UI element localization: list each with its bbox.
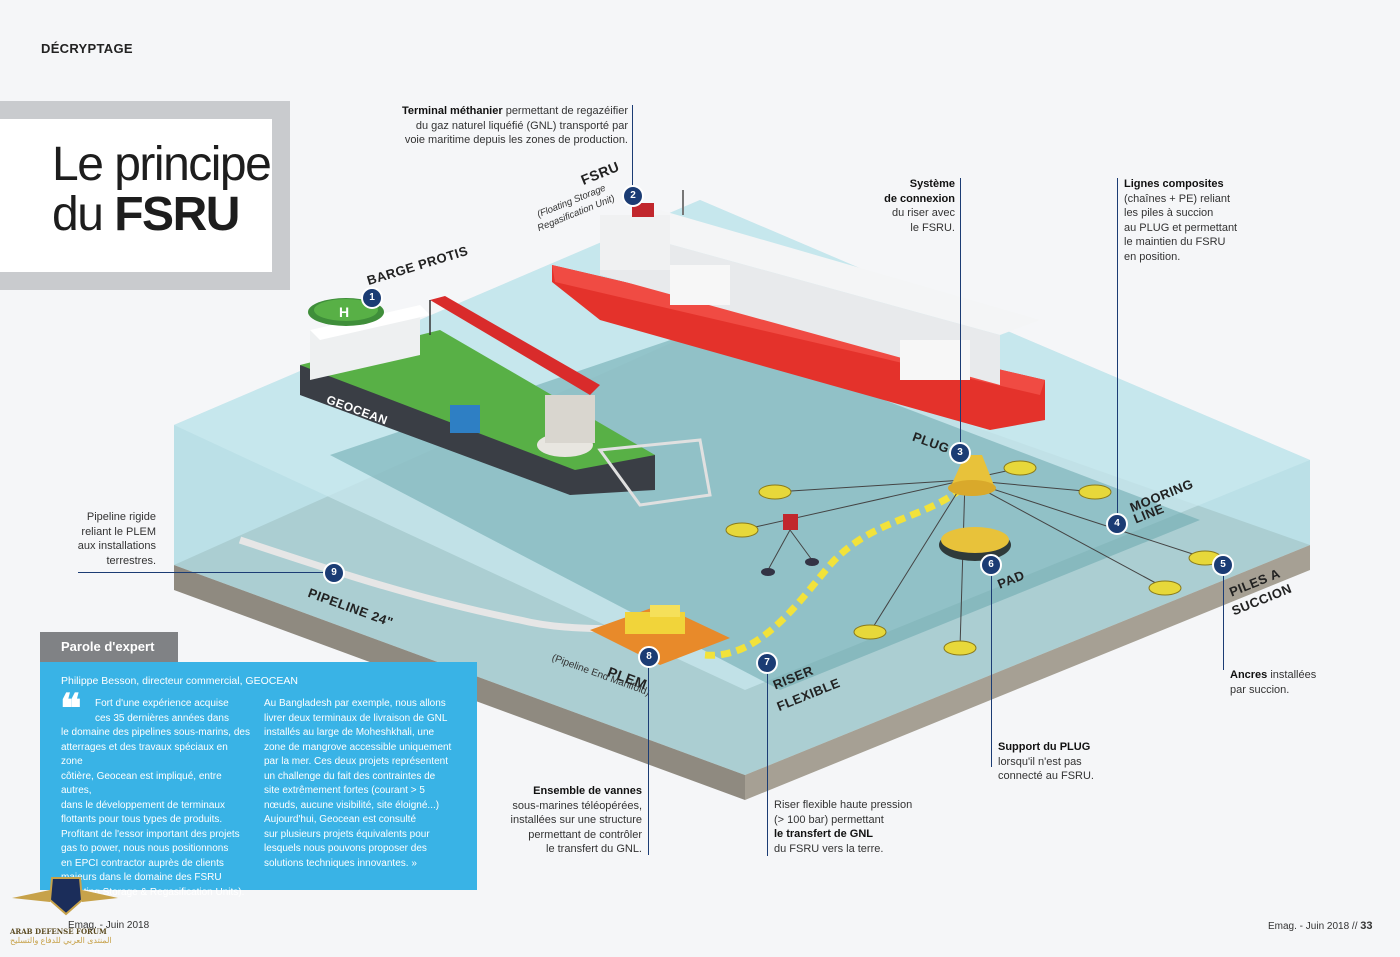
expert-column-2: Au Bangladesh par exemple, nous allons li… (264, 697, 464, 871)
footer-right: Emag. - Juin 2018 // 33 (1268, 920, 1373, 932)
pad-top (941, 527, 1009, 553)
expert-col2-line: Aujourd'hui, Geocean est consulté (264, 814, 417, 825)
expert-col2-line: zone de mangrove accessible uniquement (264, 741, 452, 753)
footer-left: Emag. - Juin 2018 (68, 920, 150, 931)
svg-text:H: H (339, 304, 349, 320)
forum-logo: ARAB DEFENSE FORUM المنتدى العربي للدفاع… (10, 872, 120, 952)
leader-6 (991, 572, 992, 767)
expert-column-1: Fort d'une expérience acquise ces 35 dern… (61, 697, 251, 900)
expert-author: Philippe Besson, directeur commercial, G… (61, 675, 298, 687)
expert-col1-line: (Floating Storage & Regasification Units… (61, 886, 245, 898)
pipeline-24 (238, 536, 641, 634)
leader-9 (78, 572, 328, 573)
expert-col2-line: par la mer. Ces deux projets représenten… (264, 756, 448, 767)
leader-5 (1223, 572, 1224, 670)
leader-8 (648, 665, 649, 855)
expert-col2-line: un challenge du fait des contraintes de (264, 770, 436, 782)
leader-7 (767, 670, 768, 856)
barge-protis: H (300, 296, 712, 507)
callout-ancres: Ancres installées par succion. (1230, 669, 1317, 696)
expert-col2-line: livrer deux terminaux de livraison de GN… (264, 712, 448, 724)
quote-icon: ❝ (60, 685, 82, 732)
expert-tab: Parole d'expert (40, 632, 178, 662)
page-number: 33 (1360, 920, 1373, 932)
expert-col1-line: atterrages et des travaux spéciaux en zo… (61, 741, 228, 768)
eagle-shield-icon (12, 877, 118, 916)
title-box (0, 119, 272, 272)
leader-4 (1117, 178, 1118, 518)
callout-pipeline-rigide: Pipeline rigide reliant le PLEM aux inst… (77, 511, 156, 567)
expert-col1-line: Profitant de l'essor important des proje… (61, 828, 240, 840)
expert-col1-line: en EPCI contractor auprès de clients (61, 857, 224, 869)
expert-col1-line: flottants pour tous types de produits. (61, 814, 223, 825)
plem (590, 605, 730, 665)
page-title-line1: Le principe (52, 138, 272, 191)
callout-lignes: Lignes composites (chaînes + PE) reliant… (1124, 178, 1238, 263)
expert-col2-line: solutions techniques innovantes. » (264, 857, 417, 869)
subsea-tripod (761, 514, 819, 576)
expert-col2-line: site extrêmement fortes (courant > 5 (264, 785, 425, 796)
watermark-arabic: المنتدى العربي للدفاع والتسليح (10, 936, 112, 945)
marker-7: 7 (756, 652, 778, 674)
suction-piles (725, 460, 1222, 656)
expert-col2-line: lesquels nous pouvons proposer des (264, 843, 427, 854)
expert-col1-line: gas to power, nous nous positionnons (61, 843, 229, 854)
section-label: DÉCRYPTAGE (41, 41, 133, 56)
callout-terminal: Terminal méthanier permettant de regazéi… (401, 105, 628, 146)
expert-col2-line: installés au large de Moheshkhali, une (264, 727, 435, 738)
expert-col1-line: majeurs dans le domaine des FSRU (61, 872, 222, 883)
expert-col2-line: nœuds, aucune visibilité, site éloigné..… (264, 799, 440, 811)
expert-col1-line: côtière, Geocean est impliqué, entre aut… (61, 770, 222, 797)
expert-col1-line: Fort d'une expérience acquise (95, 698, 229, 709)
leader-2 (632, 105, 633, 187)
marker-4: 4 (1106, 513, 1128, 535)
marker-6: 6 (980, 554, 1002, 576)
page-title-line2: du FSRU (52, 188, 240, 241)
marker-3: 3 (949, 442, 971, 464)
callout-support: Support du PLUG lorsqu'il n'est pas conn… (998, 741, 1094, 782)
callout-systeme: Système de connexion du riser avec le FS… (884, 178, 955, 234)
marker-2: 2 (622, 185, 644, 207)
expert-col1-line: le domaine des pipelines sous-marins, de… (61, 727, 250, 738)
expert-col1-line: ces 35 dernières années dans (95, 712, 229, 724)
watermark-text: ARAB DEFENSE FORUM (10, 927, 107, 936)
expert-box: Philippe Besson, directeur commercial, G… (40, 662, 477, 898)
leader-3 (960, 178, 961, 446)
marker-1: 1 (361, 287, 383, 309)
riser-flexible (704, 487, 963, 659)
callout-vannes: Ensemble de vannes sous-marines téléopér… (510, 785, 642, 855)
expert-col2-line: Au Bangladesh par exemple, nous allons (264, 698, 446, 709)
marker-5: 5 (1212, 554, 1234, 576)
fsru-ship (552, 190, 1045, 430)
expert-col2-line: sur plusieurs projets équivalents pour (264, 828, 430, 840)
callout-riser: Riser flexible haute pression (> 100 bar… (774, 799, 913, 855)
marker-9: 9 (323, 562, 345, 584)
marker-8: 8 (638, 646, 660, 668)
expert-col1-line: dans le développement de terminaux (61, 799, 225, 811)
